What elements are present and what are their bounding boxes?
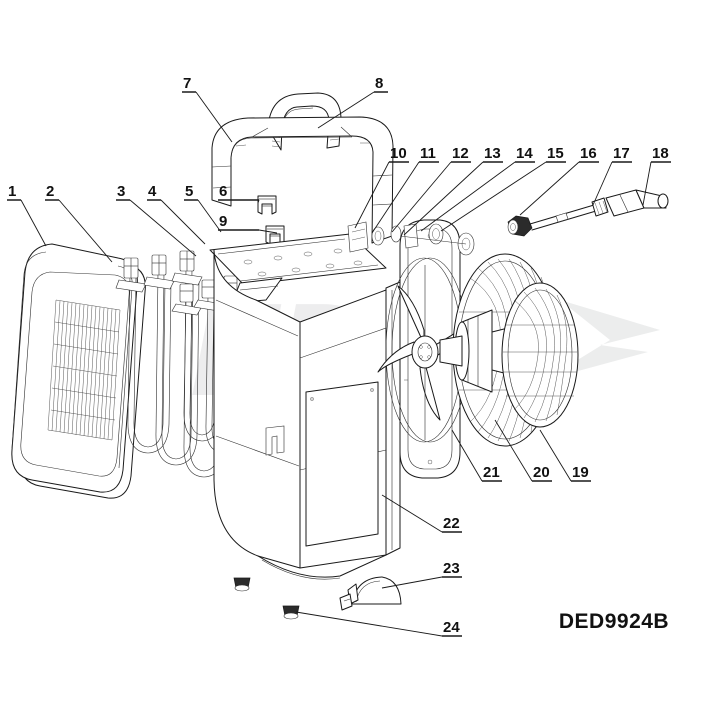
callout-leader-line <box>317 91 375 129</box>
callout-leader-line <box>58 199 113 263</box>
callout-20[interactable]: 20 <box>494 419 552 482</box>
callout-3[interactable]: 3 <box>116 183 197 257</box>
callout-leader-line <box>354 161 390 229</box>
callout-7[interactable]: 7 <box>182 75 233 143</box>
callout-number: 13 <box>484 145 501 162</box>
callout-leader-line <box>420 161 516 232</box>
part-number-label: DED9924B <box>559 610 669 633</box>
callout-14[interactable]: 14 <box>420 145 535 232</box>
callout-leader-line <box>197 199 222 233</box>
grille-panel-assembly <box>11 243 146 499</box>
callout-number: 23 <box>443 560 460 577</box>
callout-5[interactable]: 5 <box>184 183 222 233</box>
callout-19[interactable]: 19 <box>539 429 591 482</box>
callout-number: 2 <box>46 183 54 200</box>
callout-15[interactable]: 15 <box>440 145 566 232</box>
callout-leader-line <box>592 161 613 206</box>
callout-1[interactable]: 1 <box>7 183 47 247</box>
grille-fins <box>47 299 121 441</box>
callout-number: 9 <box>219 213 227 230</box>
callout-number: 7 <box>183 75 191 92</box>
top-deck-plate <box>209 233 387 304</box>
nozzle-assembly <box>507 189 669 237</box>
callout-22[interactable]: 22 <box>381 494 462 533</box>
callout-number: 15 <box>547 145 564 162</box>
callout-leader-line <box>381 576 443 589</box>
clip-6 <box>257 195 277 215</box>
callout-leader-line <box>451 429 483 482</box>
clip-9 <box>265 225 285 245</box>
callout-leader-line <box>160 199 206 245</box>
callout-leader-line <box>129 199 197 257</box>
callout-number: 21 <box>483 464 500 481</box>
callout-13[interactable]: 13 <box>403 145 503 236</box>
callout-number: 18 <box>652 145 669 162</box>
foot-left <box>233 577 251 592</box>
callout-number: 14 <box>516 145 533 162</box>
callout-leader-line <box>519 161 580 216</box>
callout-17[interactable]: 17 <box>592 145 632 206</box>
callout-leader-line <box>258 229 278 234</box>
callout-leader-line <box>403 161 484 236</box>
main-cabinet <box>213 249 401 580</box>
callout-21[interactable]: 21 <box>451 429 502 482</box>
callout-6[interactable]: 6 <box>218 183 260 204</box>
callout-10[interactable]: 10 <box>354 145 409 229</box>
callout-number: 5 <box>185 183 193 200</box>
callout-11[interactable]: 11 <box>371 145 439 234</box>
callout-leader-line <box>371 161 420 234</box>
watermark-swoosh <box>545 300 660 380</box>
fan-guard-rear <box>501 282 579 428</box>
rubber-feet <box>233 577 300 620</box>
callout-leader-line <box>391 161 452 233</box>
callout-leader-line <box>20 199 47 247</box>
gusset-bracket <box>339 576 402 611</box>
callout-4[interactable]: 4 <box>147 183 206 245</box>
callout-number: 16 <box>580 145 597 162</box>
spring-clips <box>257 195 285 245</box>
callout-leader-line <box>295 611 443 637</box>
callout-leader-line <box>440 161 547 232</box>
callout-24[interactable]: 24 <box>295 611 462 637</box>
callout-leader-line <box>494 419 533 482</box>
callout-number: 8 <box>375 75 383 92</box>
callout-9[interactable]: 9 <box>218 213 278 234</box>
callout-number: 3 <box>117 183 125 200</box>
callout-16[interactable]: 16 <box>519 145 599 216</box>
callout-leader-line <box>381 494 443 533</box>
callout-number: 4 <box>148 183 157 200</box>
callout-number: 11 <box>420 145 436 162</box>
callout-leader-line <box>257 199 260 204</box>
callout-number: 22 <box>443 515 460 532</box>
callout-leader-line <box>195 91 233 143</box>
callout-2[interactable]: 2 <box>45 183 113 263</box>
callout-number: 6 <box>219 183 227 200</box>
callout-number: 24 <box>443 619 460 636</box>
callout-8[interactable]: 8 <box>317 75 388 129</box>
callout-number: 17 <box>613 145 630 162</box>
callout-number: 12 <box>452 145 469 162</box>
fan-motor <box>439 309 509 393</box>
callout-leader-line <box>642 161 652 206</box>
callout-18[interactable]: 18 <box>642 145 671 206</box>
callout-number: 1 <box>8 183 16 200</box>
callout-leader-line <box>539 429 572 482</box>
callout-number: 10 <box>390 145 407 162</box>
callout-23[interactable]: 23 <box>381 560 462 589</box>
callout-number: 19 <box>572 464 589 481</box>
deck-holes <box>243 248 363 277</box>
top-shroud-assembly <box>211 92 394 244</box>
callout-number: 20 <box>533 464 550 481</box>
foot-right <box>282 605 300 620</box>
callout-12[interactable]: 12 <box>391 145 471 233</box>
